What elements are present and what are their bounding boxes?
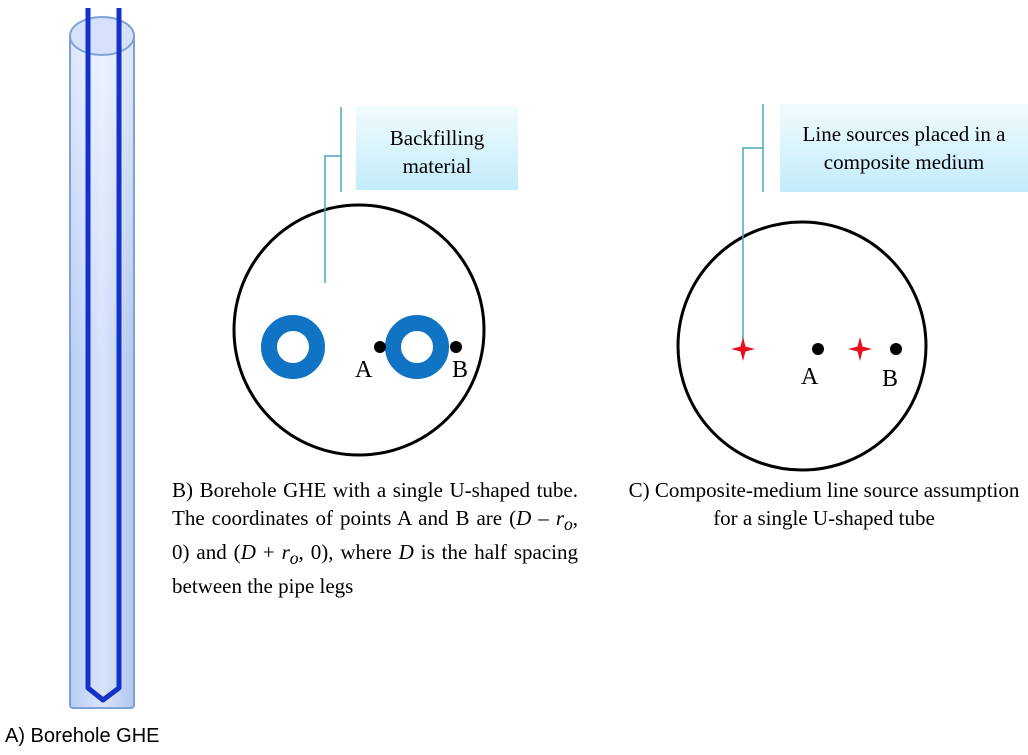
caption-c: C) Composite-medium line source assumpti… (628, 478, 1020, 530)
borehole-circle (232, 203, 486, 457)
caption-b: B) Borehole GHE with a single U-shaped t… (172, 478, 579, 599)
pipe-right (385, 315, 449, 379)
caption-a: A) Borehole GHE (5, 725, 160, 747)
point-b-label: B (452, 357, 468, 383)
point-a-label: A (801, 364, 819, 390)
callout-leader-c (742, 147, 763, 348)
borehole-ghe-figure (69, 8, 135, 709)
point-b-marker (890, 343, 902, 355)
point-a-marker (374, 341, 386, 353)
u-tube (85, 8, 122, 703)
borehole-top-ellipse (69, 16, 135, 56)
point-b-label: B (882, 366, 898, 392)
line-source-star-right (848, 337, 872, 361)
backfilling-callout: Backfilling material (356, 106, 518, 190)
borehole-highlight (71, 37, 133, 357)
line-sources-callout: Line sources placed in a composite mediu… (780, 104, 1028, 192)
borehole-circle (676, 220, 928, 472)
borehole-cross-section-b: A B (232, 107, 486, 457)
pipe-left (261, 315, 325, 379)
point-a-marker (812, 343, 824, 355)
line-source-cross-section-c: A B (676, 104, 928, 472)
point-a-label: A (355, 357, 373, 383)
callout-leader-b (324, 155, 341, 283)
line-source-star-left (731, 337, 755, 361)
point-b-marker (450, 341, 462, 353)
